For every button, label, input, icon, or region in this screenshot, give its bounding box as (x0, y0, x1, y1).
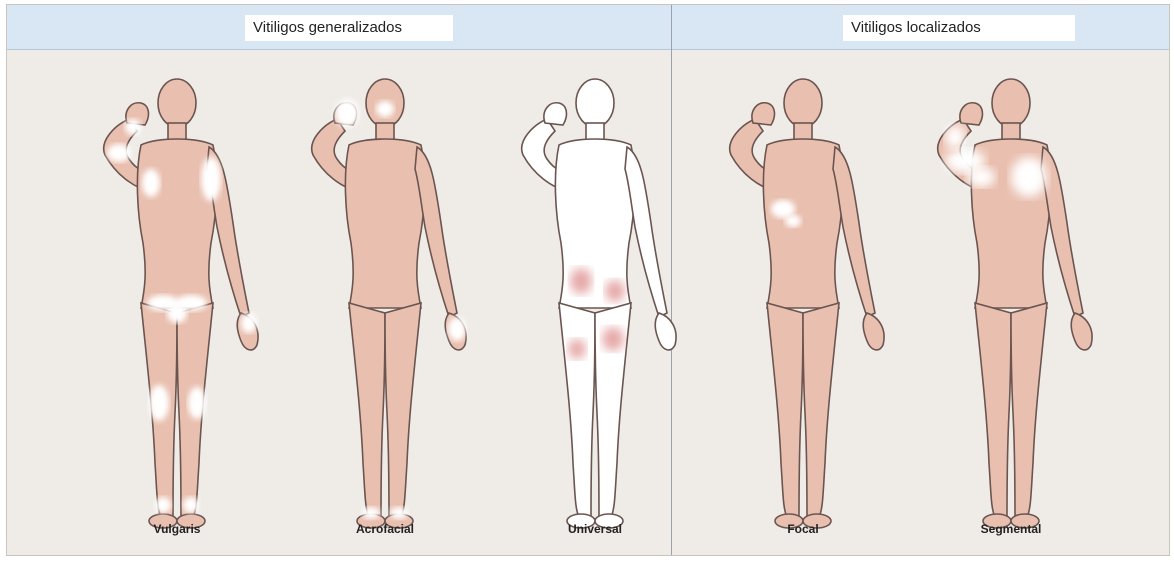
pigment-patch (201, 157, 221, 201)
figure-focal (730, 79, 884, 528)
pigment-patch (1011, 157, 1047, 197)
pigment-patch (362, 507, 380, 519)
caption-universal: Universal (535, 522, 655, 536)
pigment-patch (448, 317, 466, 341)
caption-acrofacial: Acrofacial (325, 522, 445, 536)
pigment-patch (183, 497, 199, 513)
pigment-patch (125, 119, 141, 135)
pigment-patch (945, 125, 965, 149)
pigment-patch (785, 215, 801, 227)
pigment-patch (570, 268, 592, 294)
pigment-patch (335, 99, 359, 127)
pigment-patch (376, 101, 394, 117)
pigment-patch (142, 169, 160, 197)
figure-universal (522, 79, 676, 528)
pigment-patch (155, 497, 171, 513)
caption-vulgaris: Vulgaris (117, 522, 237, 536)
body-silhouette (312, 79, 466, 528)
body-illustrations (7, 5, 1169, 555)
caption-focal: Focal (743, 522, 863, 536)
pigment-patch (188, 387, 206, 419)
pigment-patch (390, 507, 408, 519)
caption-segmental: Segmental (951, 522, 1071, 536)
pigment-patch (605, 280, 625, 302)
figure-acrofacial (312, 79, 466, 528)
pigment-patch (167, 303, 187, 323)
pigment-patch (149, 385, 169, 421)
pigment-patch (241, 313, 257, 333)
body-silhouette (522, 79, 676, 528)
figure-vulgaris (104, 79, 258, 528)
figure-segmental (938, 79, 1092, 528)
body-silhouette (730, 79, 884, 528)
pigment-patch (967, 167, 995, 187)
pigment-patch (602, 327, 624, 351)
pigment-patch (568, 339, 586, 359)
vitiligo-figure: Vitiligos generalizados Vitiligos locali… (6, 4, 1170, 556)
pigment-patch (107, 144, 131, 162)
